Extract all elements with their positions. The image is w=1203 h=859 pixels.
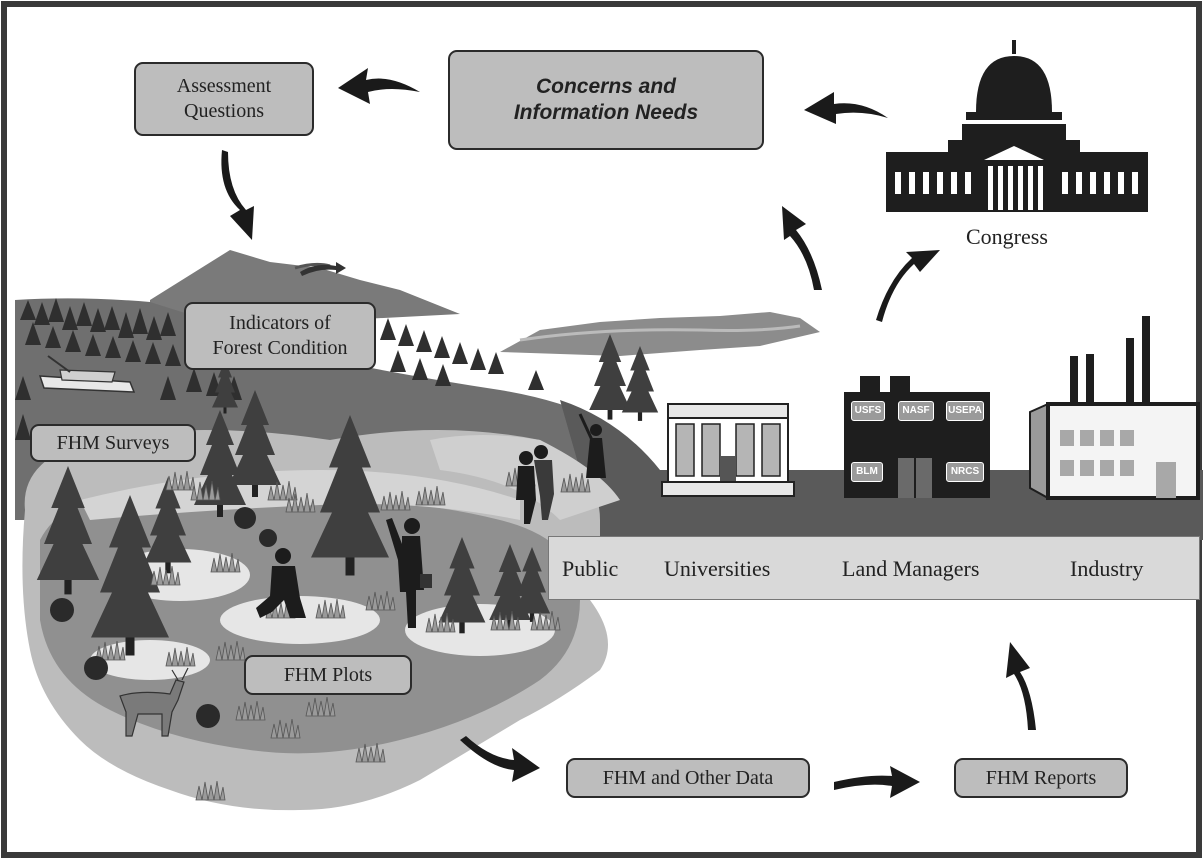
- label-industry: Industry: [1070, 556, 1144, 581]
- person-kneeling: [256, 548, 306, 618]
- concerns-line1: Concerns and: [535, 74, 677, 98]
- indicators-line1: Indicators of: [229, 312, 331, 334]
- concerns-box: Concerns and Information Needs: [448, 50, 764, 150]
- arrow-plots-to-data: [460, 736, 540, 782]
- person-pointing: [578, 413, 606, 478]
- arrow-data-to-reports: [834, 766, 920, 798]
- plot-clearing-4: [90, 640, 210, 680]
- agency-tag-usfs: USFS: [851, 401, 885, 421]
- flow-arrows: [221, 68, 1036, 798]
- data-box: FHM and Other Data: [566, 758, 810, 798]
- concerns-line2: Information Needs: [513, 101, 699, 124]
- surveys-box: FHM Surveys: [30, 424, 196, 462]
- arrow-congress-to-concerns: [804, 92, 888, 124]
- label-land-managers: Land Managers: [842, 556, 980, 581]
- person-pair-walking: [516, 445, 554, 524]
- indicators-line2: Forest Condition: [212, 337, 348, 359]
- arrow-assessment-to-indicators: [221, 150, 254, 240]
- assessment-line2: Questions: [184, 100, 264, 122]
- label-universities: Universities: [664, 556, 771, 581]
- agency-tag-nrcs: NRCS: [946, 462, 984, 482]
- mountain-right: [500, 312, 820, 356]
- agency-tag-blm: BLM: [851, 462, 883, 482]
- path-light: [80, 470, 520, 520]
- agency-tag-usepa: USEPA: [946, 401, 984, 421]
- assessment-box: Assessment Questions: [134, 62, 314, 136]
- indicators-box: Indicators of Forest Condition: [184, 302, 376, 370]
- arrow-public-to-concerns: [782, 206, 822, 290]
- university-building: [661, 403, 795, 497]
- plots-box: FHM Plots: [244, 655, 412, 695]
- arrow-land-managers-to-congress: [876, 250, 940, 322]
- small-arrow-icon: [300, 262, 346, 276]
- person-standing: [386, 518, 432, 628]
- survey-aircraft: [38, 355, 136, 393]
- deer: [119, 667, 189, 737]
- stakeholder-strip: [548, 536, 1200, 600]
- arrow-reports-to-stakeholders: [1006, 642, 1036, 730]
- label-congress: Congress: [966, 224, 1048, 249]
- capitol-building: [886, 40, 1148, 212]
- bush: [234, 507, 256, 529]
- label-public: Public: [562, 556, 619, 581]
- industry-factory: [1029, 316, 1200, 500]
- reports-box: FHM Reports: [954, 758, 1128, 798]
- agency-tag-nasf: NASF: [898, 401, 934, 421]
- assessment-line1: Assessment: [176, 75, 272, 97]
- arrow-concerns-to-assessment: [338, 68, 420, 104]
